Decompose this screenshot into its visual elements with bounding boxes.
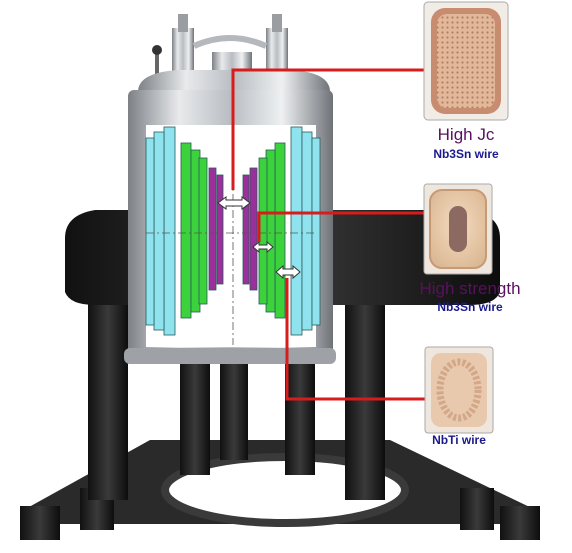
- gap-arrow-outer: [275, 264, 301, 280]
- coil-inner-2-right: [242, 174, 250, 285]
- coil-inner-2-left: [216, 174, 224, 285]
- coil-inner-1-left: [208, 167, 217, 291]
- leader-nbti: [285, 278, 425, 401]
- gap-arrow-inner: [217, 196, 251, 210]
- label-high-jc-title: High Jc: [437, 125, 495, 144]
- label-nbti-subtitle: NbTi wire: [432, 433, 486, 447]
- label-high-strength-title: High strength: [419, 279, 521, 298]
- stand-base: [20, 360, 540, 540]
- cryostat-bottom-rim: [124, 348, 336, 364]
- label-high-jc-subtitle: Nb3Sn wire: [433, 147, 499, 161]
- coil-outer-3-right: [311, 137, 321, 326]
- wire-image-high-strength: [423, 183, 493, 275]
- coil-inner-1-right: [249, 167, 258, 291]
- wire-image-nbti: [424, 346, 494, 434]
- gap-arrow-middle: [252, 240, 274, 254]
- label-high-strength-subtitle: Nb3Sn wire: [437, 300, 503, 314]
- leader-high-strength: [257, 211, 424, 242]
- coil-mid-1-left: [180, 142, 192, 319]
- coil-mid-3-left: [198, 157, 208, 305]
- coil-outer-3-left: [145, 137, 155, 326]
- coil-cross-section: [145, 126, 321, 336]
- coil-outer-1-left: [163, 126, 176, 336]
- coil-outer-2-right: [301, 131, 313, 331]
- coil-mid-1-right: [274, 142, 286, 319]
- coil-outer-2-left: [153, 131, 165, 331]
- wire-image-high-jc: [423, 1, 509, 121]
- leader-lines: [231, 68, 425, 401]
- coil-outer-1-right: [290, 126, 303, 336]
- leader-high-jc: [231, 68, 424, 190]
